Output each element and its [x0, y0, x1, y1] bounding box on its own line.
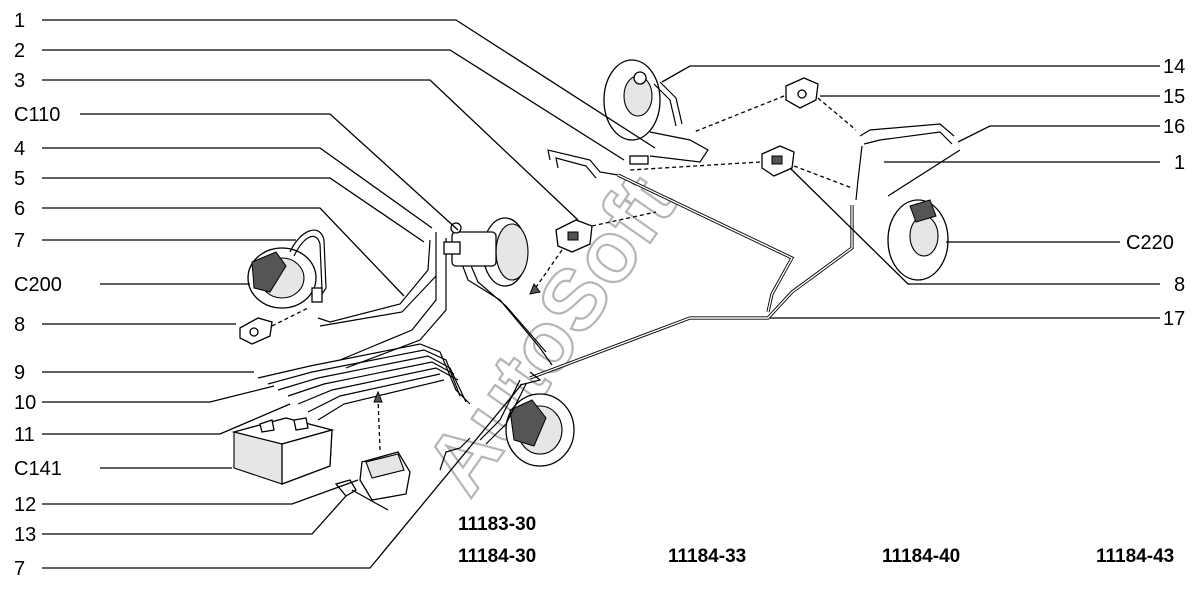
brake-pipes: [257, 149, 854, 471]
label-5: 5: [14, 168, 25, 190]
speed-sensor-13: [334, 479, 389, 511]
label-8-right: 8: [1174, 274, 1185, 296]
abs-modulator-c141: [231, 417, 335, 485]
abs-control-unit-12: [359, 390, 411, 501]
front-left-brake-c200: [247, 229, 327, 309]
model-code-11184-33: 11184-33: [668, 546, 746, 567]
label-c141: C141: [14, 458, 62, 480]
label-8: 8: [14, 314, 25, 336]
label-6: 6: [14, 198, 25, 220]
label-2: 2: [14, 40, 25, 62]
model-code-11184-43: 11184-43: [1096, 546, 1174, 567]
model-code-11184-40: 11184-40: [882, 546, 960, 567]
label-c200: C200: [14, 274, 62, 296]
model-codes: 11183-30 11184-30 11184-33 11184-40 1118…: [458, 514, 1174, 567]
label-1: 1: [14, 10, 25, 32]
label-10: 10: [14, 392, 36, 414]
label-7: 7: [14, 230, 25, 252]
label-11: 11: [14, 424, 35, 446]
clip-8-right: [629, 145, 853, 189]
label-13: 13: [14, 524, 36, 546]
model-code-11183-30: 11183-30: [458, 514, 536, 535]
label-c110: C110: [14, 104, 60, 126]
label-9: 9: [14, 362, 25, 384]
label-17: 17: [1163, 308, 1185, 330]
label-16: 16: [1163, 116, 1185, 138]
label-c220: C220: [1126, 232, 1174, 254]
rear-left-drum-14: [603, 59, 709, 165]
label-1-right: 1: [1174, 152, 1185, 174]
label-4: 4: [14, 138, 25, 160]
label-7-bottom: 7: [14, 558, 25, 580]
clip-15: [693, 77, 857, 133]
right-labels: 14 15 16 1 C220 8 17: [1126, 56, 1185, 330]
clip-3-center: [529, 211, 657, 295]
label-14: 14: [1163, 56, 1185, 78]
front-right-brake: [479, 379, 575, 467]
leader-lines: [42, 19, 1160, 569]
label-12: 12: [14, 494, 36, 516]
label-3: 3: [14, 70, 25, 92]
model-code-11184-30: 11184-30: [458, 546, 536, 567]
clip-8-left: [239, 307, 309, 345]
label-15: 15: [1163, 86, 1185, 108]
brake-booster-c110: [443, 217, 529, 287]
rear-right-drum-c220: [855, 123, 961, 281]
left-labels: 1 2 3 C110 4 5 6 7 C200 8 9 10 11 C141 1…: [14, 10, 62, 580]
